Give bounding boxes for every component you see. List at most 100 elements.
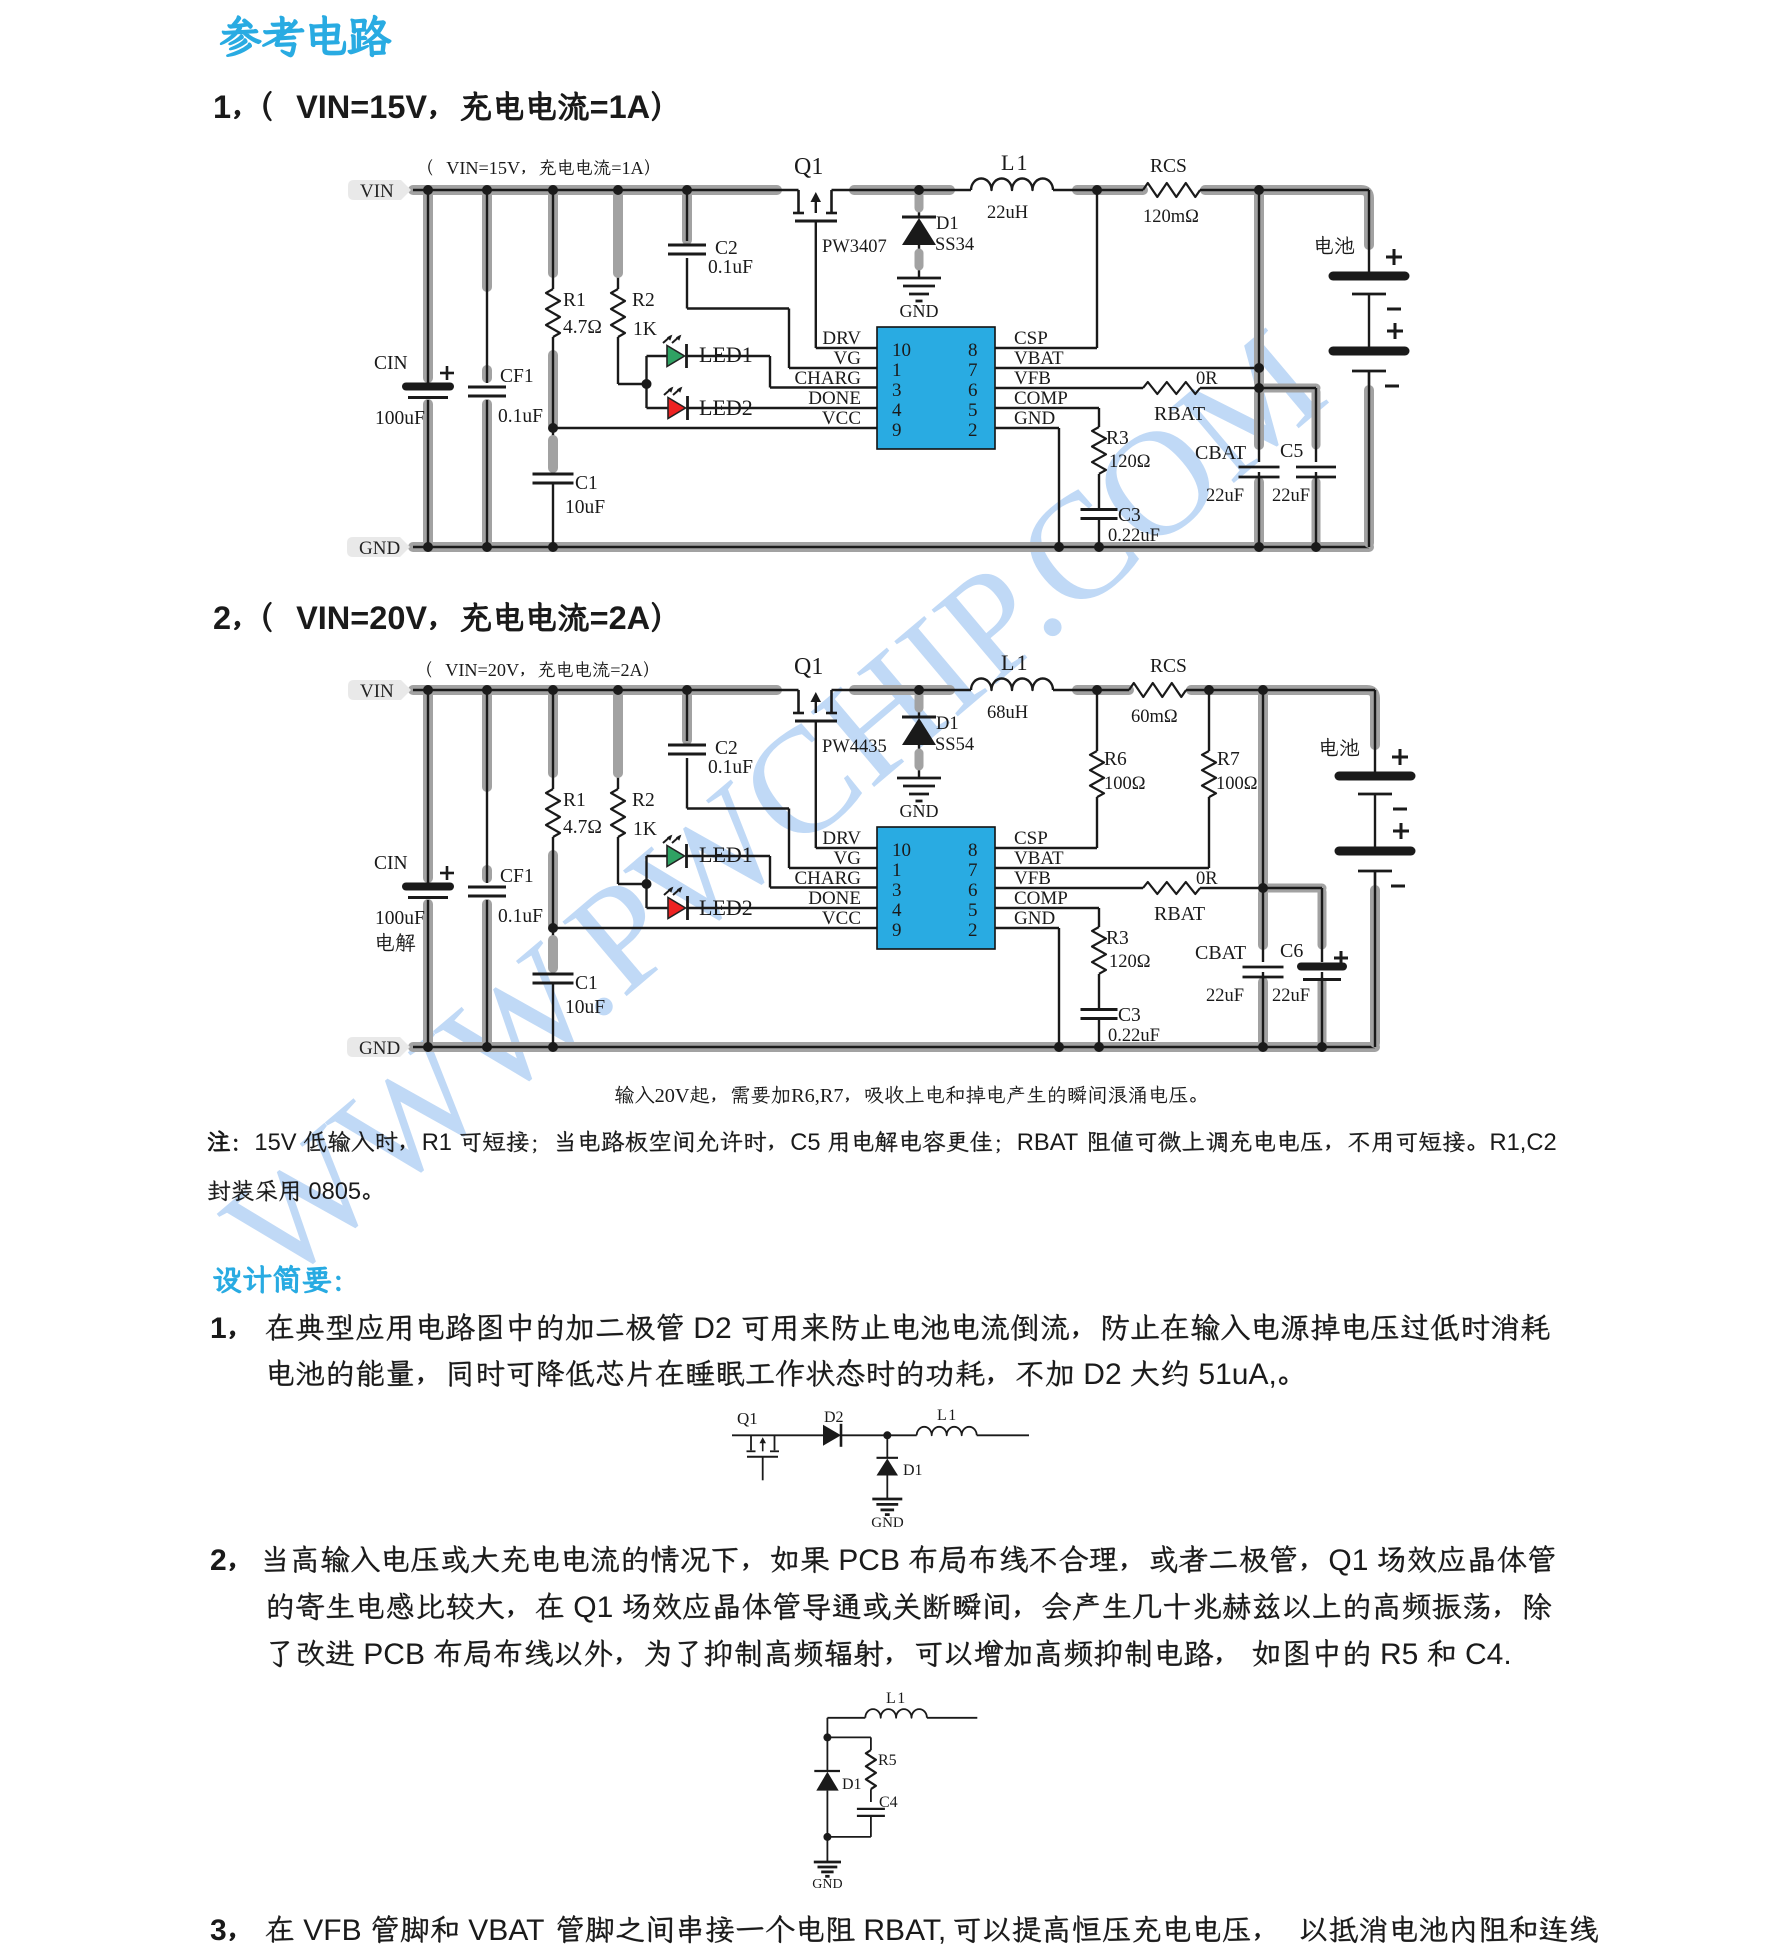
svg-text:L1: L1 <box>1001 150 1029 175</box>
svg-text:10: 10 <box>892 340 911 361</box>
svg-text:D2: D2 <box>693 1312 740 1345</box>
svg-text:0805: 0805 <box>308 1179 361 1205</box>
svg-text:CIN: CIN <box>374 853 408 874</box>
svg-text:PW3407: PW3407 <box>822 237 887 257</box>
svg-text:GND: GND <box>1014 408 1055 429</box>
svg-text:C4.: C4. <box>1465 1638 1512 1671</box>
svg-text:RBAT: RBAT <box>1154 403 1205 425</box>
svg-text:VCC: VCC <box>822 908 861 929</box>
svg-text:4: 4 <box>892 400 902 421</box>
svg-text:1: 1 <box>892 360 902 381</box>
svg-text:R3: R3 <box>1106 928 1129 949</box>
svg-text:0.22uF: 0.22uF <box>1108 1026 1160 1046</box>
svg-text:GND: GND <box>900 301 939 321</box>
svg-text:GND: GND <box>900 801 939 821</box>
svg-text:3: 3 <box>892 880 902 901</box>
svg-text:R2: R2 <box>632 290 655 311</box>
svg-text:=2A: =2A <box>610 660 643 680</box>
svg-text:VG: VG <box>834 348 862 369</box>
svg-text:22uF: 22uF <box>1272 486 1310 506</box>
svg-text:0.1uF: 0.1uF <box>708 757 753 778</box>
svg-text:RBAT: RBAT <box>1154 903 1205 925</box>
svg-text:=1A: =1A <box>590 89 651 125</box>
svg-text:C5: C5 <box>790 1130 827 1156</box>
svg-text:0.1uF: 0.1uF <box>498 406 543 427</box>
svg-text:120Ω: 120Ω <box>1109 452 1151 472</box>
svg-text:Q1: Q1 <box>794 654 823 680</box>
svg-text:PCB: PCB <box>363 1638 433 1671</box>
svg-text:3: 3 <box>892 380 902 401</box>
svg-text:4.7Ω: 4.7Ω <box>563 317 602 338</box>
svg-text:1: 1 <box>210 1312 227 1345</box>
svg-text:R1: R1 <box>563 790 586 811</box>
svg-text:Q1: Q1 <box>737 1409 758 1428</box>
svg-text:VIN=15V: VIN=15V <box>446 158 520 178</box>
svg-text:51uA,: 51uA, <box>1198 1358 1276 1391</box>
svg-text:1K: 1K <box>633 819 657 840</box>
svg-text:LED1: LED1 <box>699 342 753 367</box>
svg-text:15V: 15V <box>254 1130 303 1156</box>
svg-text:7: 7 <box>968 360 978 381</box>
svg-text:VBAT: VBAT <box>1014 848 1064 869</box>
svg-text:R1,C2: R1,C2 <box>1490 1130 1557 1156</box>
svg-text:CIN: CIN <box>374 353 408 374</box>
svg-text:100uF: 100uF <box>375 908 425 929</box>
svg-text:GND: GND <box>812 1877 842 1892</box>
svg-text:RBAT: RBAT <box>1017 1130 1085 1156</box>
svg-text:C5: C5 <box>1280 440 1303 462</box>
svg-text:VIN=20V: VIN=20V <box>296 600 427 636</box>
svg-text:6: 6 <box>968 380 978 401</box>
svg-text:DRV: DRV <box>822 828 861 849</box>
svg-text:C3: C3 <box>1118 505 1141 526</box>
svg-text:=2A: =2A <box>590 600 651 636</box>
svg-text:1: 1 <box>892 860 902 881</box>
svg-text:D1: D1 <box>936 214 959 234</box>
svg-text:Q1: Q1 <box>794 154 823 180</box>
svg-text:CSP: CSP <box>1014 328 1048 349</box>
svg-text:0.22uF: 0.22uF <box>1108 526 1160 546</box>
svg-text:5: 5 <box>968 900 978 921</box>
svg-text:RBAT,: RBAT, <box>863 1914 946 1947</box>
svg-text:L1: L1 <box>1001 650 1029 675</box>
svg-text:0.1uF: 0.1uF <box>708 257 753 278</box>
svg-text:PCB: PCB <box>838 1544 908 1577</box>
svg-text:VFB: VFB <box>1014 368 1051 389</box>
svg-text:2: 2 <box>968 420 978 441</box>
svg-text:DRV: DRV <box>822 328 861 349</box>
svg-text:C3: C3 <box>1118 1005 1141 1026</box>
svg-text:C6: C6 <box>1280 940 1303 962</box>
svg-text:8: 8 <box>968 840 978 861</box>
svg-text:22uF: 22uF <box>1206 486 1244 506</box>
svg-text:Q1: Q1 <box>1328 1544 1376 1577</box>
svg-text:100Ω: 100Ω <box>1216 774 1258 794</box>
svg-text:LED1: LED1 <box>699 842 753 867</box>
svg-text:C2: C2 <box>715 738 738 759</box>
svg-text:CHARG: CHARG <box>794 868 861 889</box>
svg-text:VIN=15V: VIN=15V <box>296 89 427 125</box>
svg-text:9: 9 <box>892 920 902 941</box>
svg-text:100uF: 100uF <box>375 408 425 429</box>
svg-text:D1: D1 <box>903 1462 923 1479</box>
svg-text:7: 7 <box>968 860 978 881</box>
svg-text:5: 5 <box>968 400 978 421</box>
svg-text:VG: VG <box>834 848 862 869</box>
svg-text:GND: GND <box>871 1515 904 1531</box>
svg-text:VCC: VCC <box>822 408 861 429</box>
svg-text:L1: L1 <box>886 1690 907 1707</box>
svg-text:2: 2 <box>210 1544 227 1577</box>
svg-text:10uF: 10uF <box>565 997 605 1018</box>
svg-text:1: 1 <box>213 89 231 125</box>
svg-text:CBAT: CBAT <box>1195 942 1246 964</box>
svg-text:CF1: CF1 <box>500 866 534 887</box>
svg-text:2: 2 <box>213 600 231 636</box>
svg-text:2: 2 <box>968 920 978 941</box>
svg-text:1K: 1K <box>633 319 657 340</box>
svg-text:C1: C1 <box>575 473 598 494</box>
svg-text:120mΩ: 120mΩ <box>1143 207 1199 227</box>
svg-text:=1A: =1A <box>611 158 644 178</box>
svg-text:C4: C4 <box>879 1794 898 1811</box>
svg-text:RCS: RCS <box>1150 656 1187 677</box>
svg-text:C1: C1 <box>575 973 598 994</box>
svg-text:4: 4 <box>892 900 902 921</box>
svg-text:R1: R1 <box>422 1130 459 1156</box>
